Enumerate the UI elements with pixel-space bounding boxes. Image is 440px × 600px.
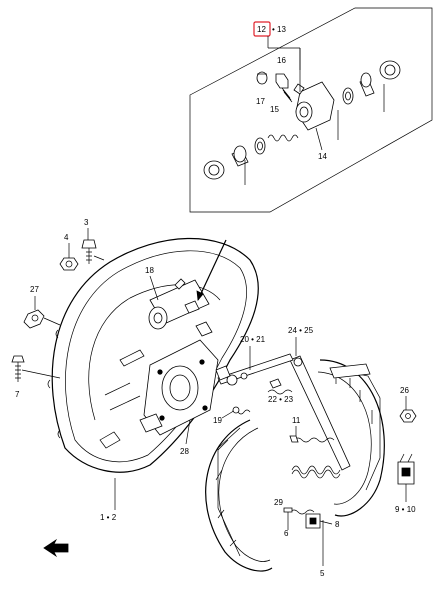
spring-26 <box>399 409 417 423</box>
callout-4: 4 <box>64 233 69 242</box>
spring-22-23 <box>267 378 293 395</box>
callout-15: 15 <box>270 105 279 114</box>
piston-right <box>359 72 375 97</box>
callout-29: 29 <box>274 498 283 507</box>
adjuster-19 <box>231 406 251 415</box>
callout-3: 3 <box>84 218 89 227</box>
callout-1-2: 1 • 2 <box>100 513 117 522</box>
bleeder-cap-17 <box>256 71 268 85</box>
nut-4 <box>59 257 79 271</box>
strut-20-21 <box>215 353 294 386</box>
bolt-7 <box>11 355 25 382</box>
hold-down-spring-29 <box>289 509 315 515</box>
callout-27: 27 <box>30 285 39 294</box>
callout-7: 7 <box>15 390 20 399</box>
callout-8: 8 <box>335 520 340 529</box>
callout-28: 28 <box>180 447 189 456</box>
spring-15 <box>267 134 299 142</box>
wheel-cylinder-18 <box>148 278 213 337</box>
brake-shoe-trailing <box>317 359 385 517</box>
hub-flange <box>143 339 219 436</box>
cup-right <box>342 87 354 105</box>
callout-22-23: 22 • 23 <box>268 395 294 404</box>
return-spring-11 <box>289 435 335 443</box>
callout-14: 14 <box>318 152 327 161</box>
piston-left <box>231 145 249 167</box>
boot-left <box>203 160 225 180</box>
wheel-cylinder-inset: 12 • 13 16 17 15 14 <box>189 7 433 213</box>
boot-right <box>379 60 401 80</box>
bolt-3 <box>81 239 97 264</box>
clip-9-10 <box>397 453 415 485</box>
callout-20-21: 20 • 21 <box>240 335 266 344</box>
highlight-box-12 <box>253 21 271 37</box>
cup-left <box>254 137 266 155</box>
callout-5: 5 <box>320 569 325 578</box>
callout-16: 16 <box>277 56 286 65</box>
callout-6: 6 <box>284 529 289 538</box>
backing-plate <box>47 237 259 473</box>
clip-8 <box>305 513 321 529</box>
wheel-cylinder-body-14 <box>293 81 335 131</box>
inset-frame <box>189 7 433 213</box>
callout-19: 19 <box>213 416 222 425</box>
callout-26: 26 <box>400 386 409 395</box>
washer-27 <box>23 309 45 329</box>
coil-spring-main <box>291 465 341 479</box>
direction-arrow <box>43 538 69 558</box>
callout-9-10: 9 • 10 <box>395 505 416 514</box>
parking-lever-24-25 <box>289 355 351 471</box>
callout-11: 11 <box>292 416 301 425</box>
callout-12: 12 <box>257 25 266 34</box>
callout-18: 18 <box>145 266 154 275</box>
bleeder-screw-16 <box>275 73 293 103</box>
callout-17: 17 <box>256 97 265 106</box>
callout-13: • 13 <box>272 25 286 34</box>
callout-24-25: 24 • 25 <box>288 326 314 335</box>
brake-shoe-leading <box>205 419 273 572</box>
hold-down-pin-6 <box>283 507 293 530</box>
